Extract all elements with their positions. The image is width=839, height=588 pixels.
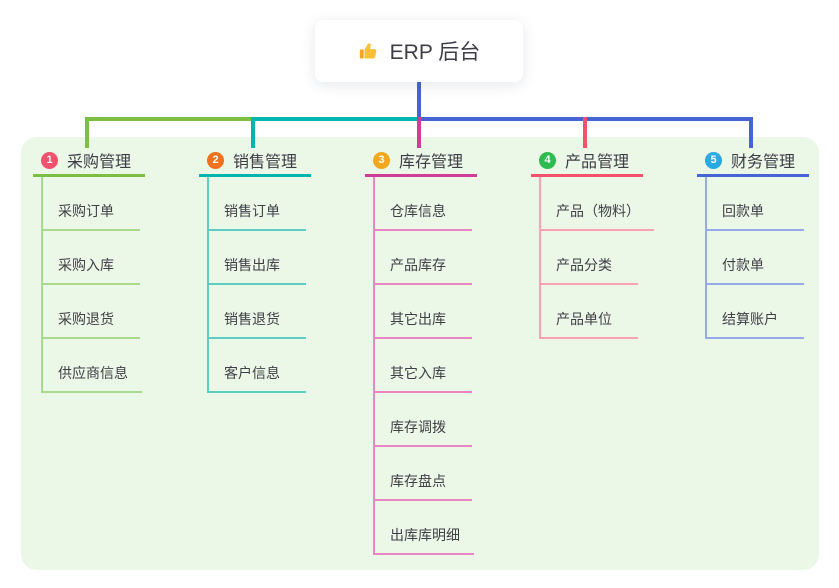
leaf-node[interactable]: 产品分类 (541, 231, 638, 285)
branch-label: 库存管理 (399, 154, 464, 171)
leaf-node[interactable]: 客户信息 (209, 339, 306, 393)
leaf-node[interactable]: 库存调拨 (375, 393, 472, 447)
branch-label: 销售管理 (233, 154, 298, 171)
branch-label: 产品管理 (565, 154, 630, 171)
leaf-node[interactable]: 销售订单 (209, 177, 306, 231)
branch-items: 回款单付款单结算账户 (705, 177, 809, 339)
leaf-node[interactable]: 出库库明细 (375, 501, 474, 555)
leaf-node[interactable]: 采购入库 (43, 231, 140, 285)
leaf-node[interactable]: 回款单 (707, 177, 804, 231)
leaf-node[interactable]: 其它入库 (375, 339, 472, 393)
drop-line-5 (749, 117, 753, 148)
leaf-node[interactable]: 销售退货 (209, 285, 306, 339)
branch-items: 采购订单采购入库采购退货供应商信息 (41, 177, 145, 393)
drop-line-4 (583, 117, 587, 148)
branch-number-badge: 5 (705, 151, 722, 169)
branch-items: 仓库信息产品库存其它出库其它入库库存调拨库存盘点出库库明细 (373, 177, 477, 555)
root-node-erp[interactable]: ERP 后台 (315, 20, 523, 82)
branch-number-badge: 3 (373, 151, 390, 169)
leaf-node[interactable]: 产品单位 (541, 285, 638, 339)
branch-header-3[interactable]: 3 库存管理 (365, 146, 477, 177)
branch-2: 2 销售管理销售订单销售出库销售退货客户信息 (199, 146, 311, 393)
leaf-node[interactable]: 仓库信息 (375, 177, 472, 231)
leaf-node[interactable]: 结算账户 (707, 285, 804, 339)
drop-line-1 (85, 117, 89, 148)
leaf-node[interactable]: 库存盘点 (375, 447, 472, 501)
branch-header-5[interactable]: 5 财务管理 (697, 146, 809, 177)
leaf-node[interactable]: 采购退货 (43, 285, 140, 339)
branch-label: 采购管理 (67, 154, 132, 171)
branch-header-4[interactable]: 4 产品管理 (531, 146, 643, 177)
branch-items: 产品（物料）产品分类产品单位 (539, 177, 654, 339)
drop-line-2 (251, 117, 255, 148)
branch-5: 5 财务管理回款单付款单结算账户 (697, 146, 809, 339)
drop-line-3 (417, 117, 421, 148)
root-label: ERP 后台 (389, 41, 481, 64)
branch-items: 销售订单销售出库销售退货客户信息 (207, 177, 311, 393)
rail-mid-teal (251, 117, 421, 121)
leaf-node[interactable]: 采购订单 (43, 177, 140, 231)
leaf-node[interactable]: 付款单 (707, 231, 804, 285)
leaf-node[interactable]: 供应商信息 (43, 339, 142, 393)
branch-1: 1 采购管理采购订单采购入库采购退货供应商信息 (33, 146, 145, 393)
branch-header-2[interactable]: 2 销售管理 (199, 146, 311, 177)
branch-number-badge: 2 (207, 151, 224, 169)
branch-label: 财务管理 (731, 154, 796, 171)
leaf-node[interactable]: 其它出库 (375, 285, 472, 339)
root-trunk-line (417, 81, 421, 121)
thumbs-up-icon (358, 40, 380, 62)
leaf-node[interactable]: 产品库存 (375, 231, 472, 285)
mindmap-panel (21, 137, 819, 570)
branch-4: 4 产品管理产品（物料）产品分类产品单位 (531, 146, 654, 339)
branch-header-1[interactable]: 1 采购管理 (33, 146, 145, 177)
leaf-node[interactable]: 销售出库 (209, 231, 306, 285)
branch-number-badge: 4 (539, 151, 556, 169)
branch-3: 3 库存管理仓库信息产品库存其它出库其它入库库存调拨库存盘点出库库明细 (365, 146, 477, 555)
leaf-node[interactable]: 产品（物料） (541, 177, 654, 231)
rail-left-green (85, 117, 255, 121)
branch-number-badge: 1 (41, 151, 58, 169)
